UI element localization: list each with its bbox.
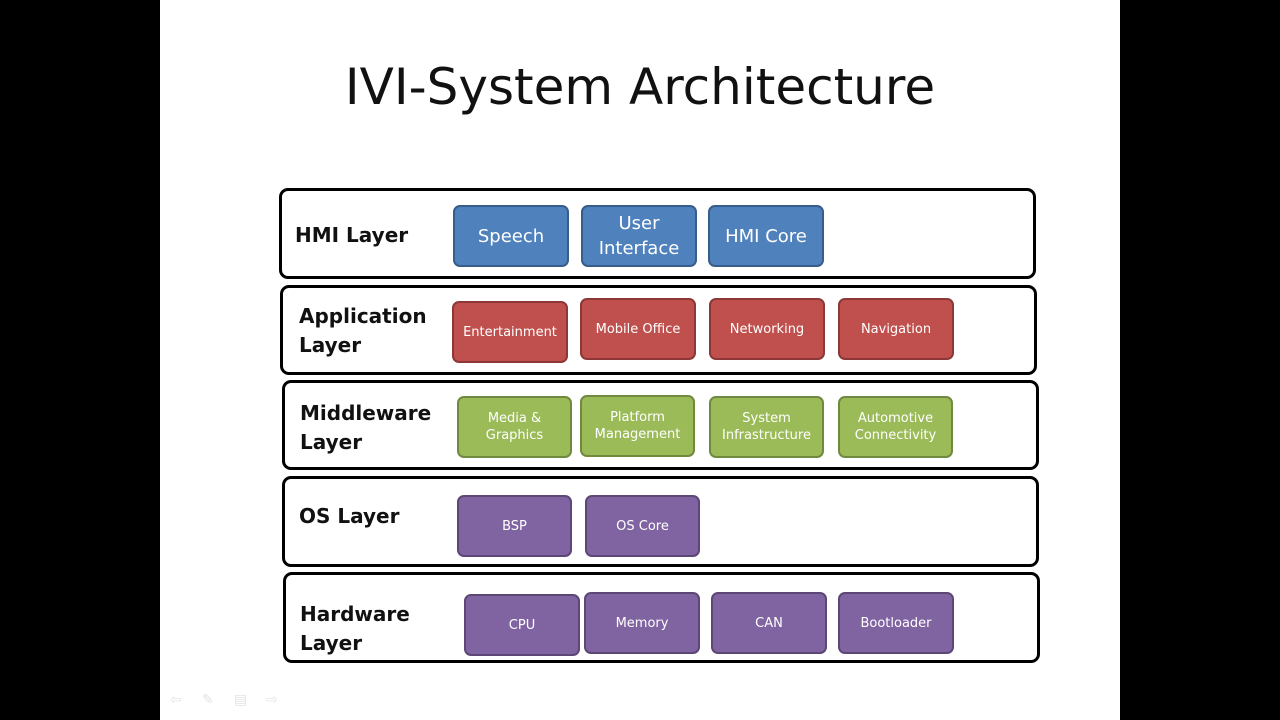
prev-arrow-icon[interactable]: ⇦: [170, 691, 182, 707]
platform-management-box: Platform Management: [580, 395, 695, 457]
hmi-layer-label: HMI Layer: [295, 223, 409, 247]
system-infrastructure-box: System Infrastructure: [709, 396, 824, 458]
middleware-layer-label: Middleware Layer: [300, 401, 432, 454]
hardware-layer: Hardware Layer CPU Memory CAN Bootloader: [283, 572, 1040, 663]
application-layer-label: Application Layer: [299, 304, 427, 357]
bootloader-box: Bootloader: [838, 592, 954, 654]
mobile-office-box: Mobile Office: [580, 298, 696, 360]
middleware-layer: Middleware Layer Media & Graphics Platfo…: [282, 380, 1039, 470]
slide: IVI-System Architecture HMI Layer Speech…: [160, 0, 1120, 720]
next-arrow-icon[interactable]: ⇨: [266, 691, 278, 707]
memory-box: Memory: [584, 592, 700, 654]
entertainment-box: Entertainment: [452, 301, 568, 363]
speech-box: Speech: [453, 205, 569, 267]
os-layer: OS Layer BSP OS Core: [282, 476, 1039, 567]
os-core-box: OS Core: [585, 495, 700, 557]
pen-icon[interactable]: ✎: [202, 691, 214, 707]
cpu-box: CPU: [464, 594, 580, 656]
hmi-layer: HMI Layer Speech User Interface HMI Core: [279, 188, 1036, 279]
networking-box: Networking: [709, 298, 825, 360]
os-layer-label: OS Layer: [299, 504, 400, 528]
hardware-layer-label: Hardware Layer: [300, 602, 410, 655]
menu-icon[interactable]: ▤: [234, 691, 248, 707]
bsp-box: BSP: [457, 495, 572, 557]
hmi-core-box: HMI Core: [708, 205, 824, 267]
user-interface-box: User Interface: [581, 205, 697, 267]
navigation-box: Navigation: [838, 298, 954, 360]
application-layer: Application Layer Entertainment Mobile O…: [280, 285, 1037, 375]
slide-title: IVI-System Architecture: [344, 58, 936, 116]
slideshow-nav: ⇦ ✎ ▤ ⇨: [170, 692, 284, 706]
can-box: CAN: [711, 592, 827, 654]
automotive-connectivity-box: Automotive Connectivity: [838, 396, 953, 458]
media-graphics-box: Media & Graphics: [457, 396, 572, 458]
